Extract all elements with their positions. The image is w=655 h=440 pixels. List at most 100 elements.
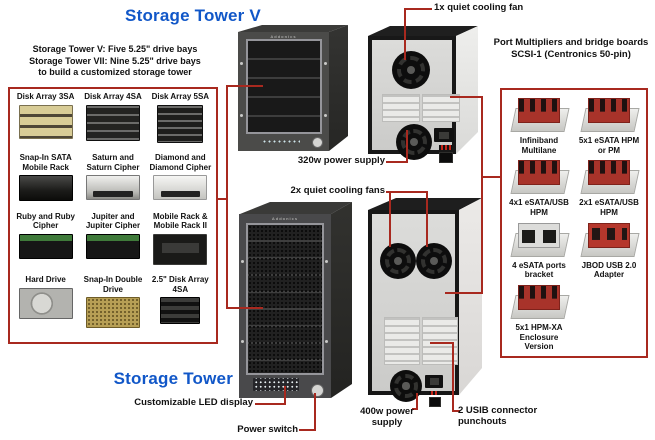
bridge-board-label: 5x1 eSATA HPM or PM <box>578 136 640 155</box>
accessory-label: Diamond and Diamond Cipher <box>149 153 212 172</box>
accessory-label: Snap-In SATA Mobile Rack <box>19 153 72 172</box>
callout-line-right-bottom <box>445 292 483 294</box>
tower-side-face <box>456 26 478 154</box>
accessory-label: Disk Array 4SA <box>84 92 142 101</box>
black-mobile-rack-icon <box>153 233 208 265</box>
led-indicator-row <box>262 139 300 145</box>
white-drive-tray-icon <box>153 175 208 201</box>
callout-line-usib-h2 <box>452 410 460 412</box>
tower-side-face <box>459 198 482 395</box>
bridge-board-item: JBOD USB 2.0 Adapter <box>574 220 644 282</box>
bridge-board-label: 2x1 eSATA/USB HPM <box>579 198 639 217</box>
silver-drive-tray-icon <box>85 175 140 201</box>
callout-line-power-switch-h <box>299 429 316 431</box>
accessory-label: Disk Array 3SA <box>16 92 75 101</box>
screw-dots <box>240 62 243 65</box>
small-black-disk-array-icon <box>160 297 201 325</box>
storage-tower-v-rear-view <box>360 24 480 163</box>
port-multipliers-header: Port Multipliers and bridge boards SCSI-… <box>487 37 655 60</box>
callout-line-psu400-h <box>412 408 418 410</box>
callout-label-1x-cooling-fan: 1x quiet cooling fan <box>434 2 524 13</box>
power-button <box>311 384 324 397</box>
accessory-item: Hard Drive <box>12 275 79 339</box>
bridge-board-label: Infiniband Multilane <box>519 136 559 155</box>
addonics-logo: Addonics <box>271 216 299 221</box>
bridge-board-label: JBOD USB 2.0 Adapter <box>581 260 637 280</box>
callout-line-right-top <box>450 96 483 98</box>
accessory-item: Ruby and Ruby Cipher <box>12 212 79 276</box>
accessory-item: Mobile Rack & Mobile Rack II <box>147 212 214 276</box>
tower-front-face: Addonics <box>239 214 331 398</box>
accessory-item: Snap-In Double Drive <box>79 275 146 339</box>
callout-line-left-bracket <box>226 85 228 309</box>
tower-top-face <box>368 26 478 36</box>
bridge-board-item: 5x1 HPM-XA Enclosure Version <box>504 282 574 354</box>
dark-mobile-rack-tray-icon <box>18 175 73 202</box>
callout-line-left-to-tower-ix <box>226 307 263 309</box>
beige-disk-array-icon <box>18 104 73 139</box>
pcb-bracket-icon <box>581 97 637 135</box>
dark-5bay-disk-array-icon <box>157 104 204 143</box>
tower-side-face <box>329 25 348 151</box>
rear-frame <box>368 36 460 163</box>
intro-line-2: Storage Tower VII: Nine 5.25" drive bays <box>29 55 201 66</box>
callout-line-psu320-v <box>406 130 408 163</box>
port-multipliers-panel: Infiniband Multilane 5x1 eSATA HPM or PM… <box>500 88 648 358</box>
callout-line-power-switch-v <box>314 393 316 431</box>
callout-line-usib-h <box>430 342 454 344</box>
storage-tower-ix-rear-view <box>360 196 484 407</box>
rear-frame <box>368 210 459 407</box>
storage-tower-ix-front-view: Addonics <box>236 200 356 402</box>
accessory-label: Jupiter and Jupiter Cipher <box>85 211 141 231</box>
psu-fan-icon <box>396 124 432 160</box>
callout-line-left-to-tower-v <box>226 85 263 87</box>
callout-line-fan1-v <box>404 8 406 60</box>
intro-line-3: to build a customized storage tower <box>38 67 192 77</box>
drive-bay-area <box>246 223 324 375</box>
tower-side-face <box>331 202 352 398</box>
accessory-item: Diamond and Diamond Cipher <box>147 153 214 212</box>
callout-label-400w-psu: 400w power supply <box>360 406 414 428</box>
power-button <box>312 137 323 148</box>
black-tray-green-pcb-icon <box>18 233 73 259</box>
accessory-label: Mobile Rack & Mobile Rack II <box>152 211 208 231</box>
voltage-selector <box>439 145 452 150</box>
callout-label-320w-psu: 320w power supply <box>297 155 385 166</box>
jbod-usb-adapter-icon <box>581 222 637 260</box>
bridge-board-item: 4 eSATA ports bracket <box>504 220 574 282</box>
intro-text: Storage Tower V: Five 5.25" drive bays S… <box>6 44 224 79</box>
tower-top-face <box>238 25 348 32</box>
addonics-logo: Addonics <box>270 34 297 39</box>
page-title-storage-tower-ix: Storage Tower IX <box>113 369 255 388</box>
bridge-board-item: 2x1 eSATA/USB HPM <box>574 157 644 219</box>
tower-top-face <box>368 198 482 210</box>
callout-line-fans2-v1 <box>389 191 391 247</box>
vent-grille <box>422 317 458 365</box>
cooling-fan-icon <box>416 243 452 279</box>
accessory-item: Disk Array 5SA <box>147 92 214 153</box>
accessory-item: 2.5" Disk Array 4SA <box>147 275 214 339</box>
bridge-board-label: 4x1 eSATA/USB HPM <box>509 198 569 217</box>
bare-hard-drive-icon <box>18 287 73 319</box>
cooling-fan-icon <box>392 51 430 89</box>
pcb-bracket-icon <box>511 159 567 197</box>
callout-line-left-panel-stub <box>216 198 226 200</box>
accessory-item: Disk Array 4SA <box>79 92 146 153</box>
accessory-label: Ruby and Ruby Cipher <box>16 211 75 231</box>
accessory-label: Disk Array 5SA <box>151 92 210 101</box>
accessory-item: Jupiter and Jupiter Cipher <box>79 212 146 276</box>
power-rocker-switch <box>439 152 453 163</box>
accessory-item: Disk Array 3SA <box>12 92 79 153</box>
bridge-board-item: 5x1 eSATA HPM or PM <box>574 95 644 157</box>
pcb-bracket-icon <box>511 284 567 322</box>
cooling-fan-icon <box>380 243 416 279</box>
accessory-item: Snap-In SATA Mobile Rack <box>12 153 79 212</box>
callout-line-psu400-v <box>416 393 418 410</box>
bridge-board-item: Infiniband Multilane <box>504 95 574 157</box>
vent-grille <box>382 94 420 122</box>
callout-line-fan1-h <box>404 8 432 10</box>
accessory-label: Hard Drive <box>25 275 66 285</box>
accessory-label: Saturn and Saturn Cipher <box>86 153 140 172</box>
accessory-label: Snap-In Double Drive <box>83 275 143 294</box>
